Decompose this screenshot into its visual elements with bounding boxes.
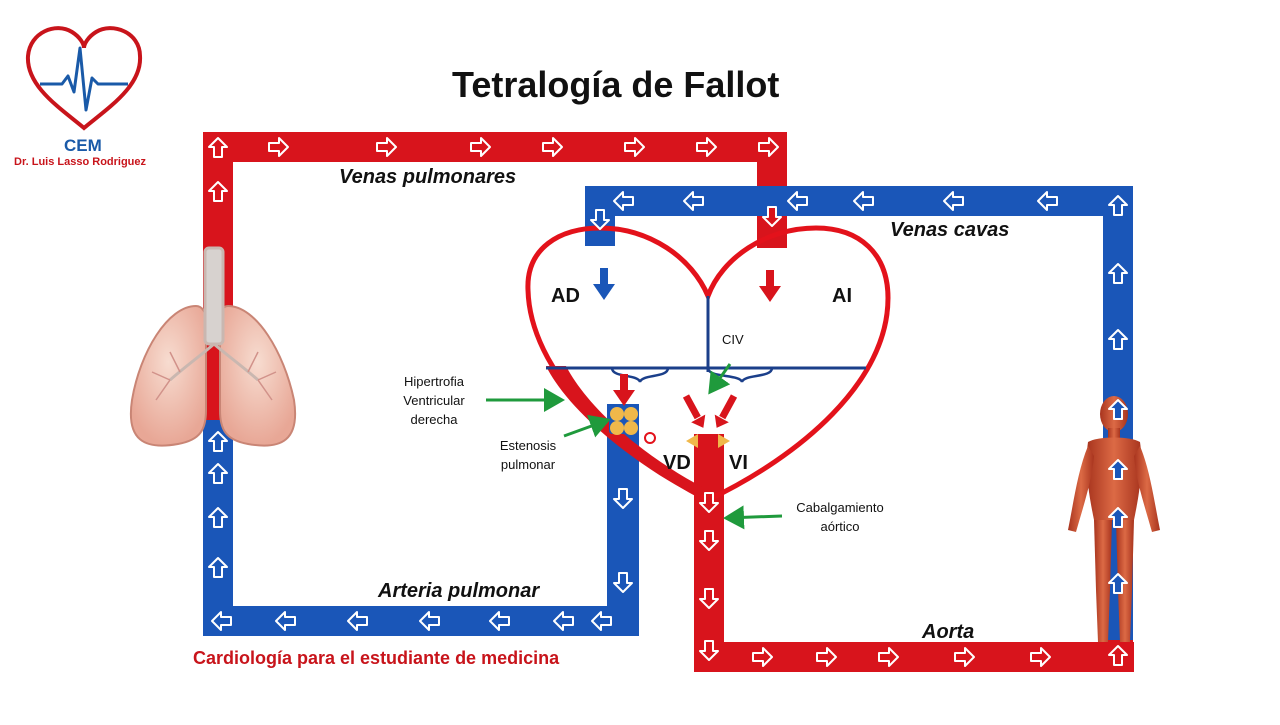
flow-arrow-icon: [1108, 263, 1128, 284]
flow-arrow-icon: [542, 137, 563, 157]
flow-arrow-icon: [752, 647, 773, 667]
flow-arrow-icon: [553, 611, 574, 631]
flow-arrow-icon: [1108, 573, 1128, 594]
flow-arrow-icon: [591, 611, 612, 631]
flow-arrow-icon: [699, 588, 719, 609]
flow-arrow-icon: [683, 191, 704, 211]
pulmonary-vein-top-segment: [203, 132, 787, 162]
stenosis-line-1: Estenosis: [499, 438, 557, 453]
flow-arrow-icon: [613, 572, 633, 593]
flow-arrow-icon: [1108, 195, 1128, 216]
label-pulmonary-stenosis: Estenosis pulmonar: [490, 436, 566, 474]
septum: [546, 296, 866, 383]
flow-arrow-icon: [699, 640, 719, 661]
lungs-icon: [129, 246, 297, 447]
flow-arrow-icon: [1108, 507, 1128, 528]
flow-arrow-icon: [699, 530, 719, 551]
flow-arrow-icon: [1108, 459, 1128, 480]
flow-arrow-icon: [699, 492, 719, 513]
flow-arrow-icon: [1108, 399, 1128, 420]
flow-arrow-icon: [208, 137, 228, 158]
rv-hypertrophy-line-2: Ventricular: [403, 393, 465, 408]
flow-arrow-icon: [762, 206, 782, 227]
page-title: Tetralogía de Fallot: [452, 64, 780, 105]
vessel-loop: [203, 132, 1134, 672]
flow-arrow-icon: [1037, 191, 1058, 211]
rv-outflow-arrow-icon: [613, 374, 635, 406]
aortic-valve: [686, 434, 730, 448]
flow-arrow-icon: [376, 137, 397, 157]
label-venae-cavae: Venas cavas: [890, 219, 1010, 241]
cursor-marker: [644, 432, 656, 444]
rv-to-aorta-arrow-icon: [682, 394, 702, 420]
rv-hypertrophy-line-1: Hipertrofia: [404, 374, 464, 389]
aorta-ascending-segment: [694, 434, 724, 672]
heart-ecg-logo-icon: [25, 26, 143, 131]
flow-arrow-icon: [787, 191, 808, 211]
flow-arrow-icon: [268, 137, 289, 157]
flow-arrow-icon: [275, 611, 296, 631]
lv-to-aorta-arrow-icon: [718, 394, 738, 420]
flow-arrow-icon: [208, 431, 228, 452]
logo-author: Dr. Luis Lasso Rodriguez: [14, 156, 147, 168]
lv-to-aorta-arrow-icon-head: [713, 412, 732, 430]
flow-arrow-icon: [347, 611, 368, 631]
override-line-2: aórtico: [820, 519, 860, 534]
flow-arrow-icon: [853, 191, 874, 211]
footer-caption: Cardiología para el estudiante de medici…: [193, 648, 560, 668]
flow-arrow-icon: [613, 191, 634, 211]
flow-arrow-icon: [419, 611, 440, 631]
la-flow-arrow-icon: [759, 270, 781, 302]
flow-arrow-icon: [470, 137, 491, 157]
rv-to-aorta-arrow-icon-head: [688, 412, 707, 430]
label-pulmonary-veins: Venas pulmonares: [339, 166, 517, 188]
flow-arrow-icon: [954, 647, 975, 667]
flow-arrow-icon: [489, 611, 510, 631]
flow-arrow-icon: [590, 209, 610, 230]
label-aorta: Aorta: [922, 621, 975, 643]
aortic-override-pointer: [723, 505, 783, 530]
flow-arrow-icon: [943, 191, 964, 211]
flow-arrow-icon: [696, 137, 717, 157]
stenosis-line-2: pulmonar: [500, 457, 556, 472]
flow-arrow-icon: [816, 647, 837, 667]
flow-arrow-icon: [624, 137, 645, 157]
label-right-atrium: AD: [551, 285, 580, 307]
pulmonary-stenosis-valve: [609, 404, 638, 435]
rv-hypertrophy-wall: [546, 366, 704, 498]
flow-arrow-icon: [1030, 647, 1051, 667]
flow-arrow-icon: [878, 647, 899, 667]
label-right-ventricle: VD: [663, 452, 691, 474]
flow-arrow-icon: [1108, 645, 1128, 666]
annotation-arrows: [486, 363, 783, 530]
label-aortic-override: Cabalgamiento aórtico: [782, 498, 898, 536]
flow-arrow-icon: [758, 137, 779, 157]
flow-arrow-icon: [211, 611, 232, 631]
logo-name: CEM: [64, 136, 102, 155]
flow-arrow-icon: [613, 488, 633, 509]
override-line-1: Cabalgamiento: [796, 500, 884, 515]
flow-arrow-icon: [1108, 329, 1128, 350]
label-rv-hypertrophy: Hipertrofia Ventricular derecha: [386, 372, 482, 429]
flow-arrow-icon: [208, 181, 228, 202]
rv-hypertrophy-line-3: derecha: [410, 412, 458, 427]
flow-arrow-icon: [208, 463, 228, 484]
ra-flow-arrow-icon: [593, 268, 615, 300]
stenosis-pointer: [563, 414, 611, 438]
flow-arrows: [208, 137, 1128, 667]
label-civ: CIV: [722, 332, 744, 347]
civ-pointer: [708, 363, 732, 395]
label-left-ventricle: VI: [729, 452, 748, 474]
flow-arrow-icon: [208, 507, 228, 528]
flow-arrow-icon: [208, 557, 228, 578]
label-pulmonary-artery: Arteria pulmonar: [378, 580, 540, 602]
label-left-atrium: AI: [832, 285, 852, 307]
